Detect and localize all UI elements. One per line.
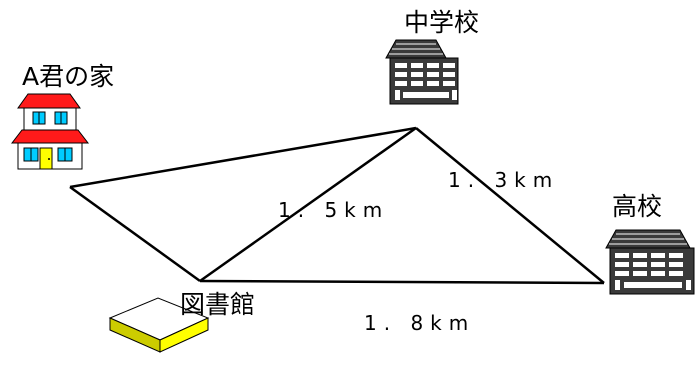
distance-library-junior-high: 1. 5km [278,198,390,222]
distance-library-high-school: 1. 8km [364,311,476,335]
junior-high-school-icon [385,39,459,105]
junior-high-label: 中学校 [404,8,480,37]
route-lines [69,126,605,285]
route-library-high-school [199,279,605,285]
route-home-library [69,185,201,283]
library-icon [108,297,210,353]
home-label: A君の家 [22,62,115,91]
house-icon [10,93,90,170]
high-school-label: 高校 [612,192,663,221]
high-school-icon [605,229,695,295]
distance-junior-high-high-school: 1. 3km [448,168,560,192]
route-home-junior-high [69,126,417,189]
route-library-junior-high [199,126,417,283]
library-label: 図書館 [180,290,256,319]
route-junior-high-high-school [415,127,605,284]
